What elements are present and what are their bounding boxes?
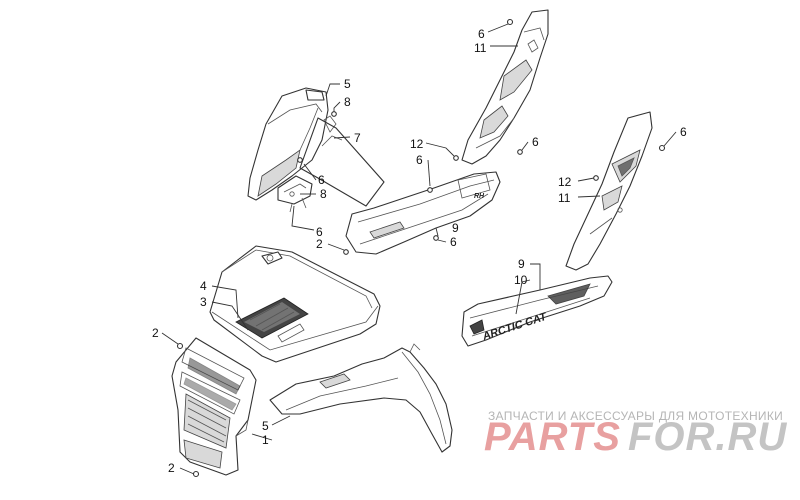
right-upright-panel-part bbox=[565, 111, 653, 271]
callout-label: 5 bbox=[262, 419, 269, 433]
fastener-6-right-mid bbox=[517, 149, 523, 155]
callout-label: 12 bbox=[558, 175, 572, 189]
callout-label: 1 bbox=[262, 433, 269, 447]
rh-mark-text: RH bbox=[474, 193, 485, 200]
fastener-12-right bbox=[593, 175, 599, 181]
callout-label: 6 bbox=[478, 27, 485, 41]
callout-label: 2 bbox=[316, 237, 323, 251]
watermark-tagline: ЗАПЧАСТИ И АКСЕССУАРЫ ДЛЯ МОТОТЕХНИКИ bbox=[488, 409, 783, 423]
fastener-12-left bbox=[453, 155, 459, 161]
callout-label: 6 bbox=[416, 153, 423, 167]
fastener-8-top bbox=[331, 111, 337, 117]
callout-label: 6 bbox=[316, 225, 323, 239]
left-upright-panel-part bbox=[461, 9, 549, 165]
callout-label: 6 bbox=[680, 125, 687, 139]
callout-numbers: 6 11 5 8 7 12 6 6 6 6 8 12 11 6 2 9 6 9 … bbox=[152, 27, 687, 475]
callout-label: 2 bbox=[168, 461, 175, 475]
callout-label: 9 bbox=[452, 221, 459, 235]
callout-label: 3 bbox=[200, 295, 207, 309]
callout-label: 4 bbox=[200, 279, 207, 293]
callout-label: 10 bbox=[514, 273, 528, 287]
fastener-2-hood bbox=[343, 249, 349, 255]
callout-label: 8 bbox=[344, 95, 351, 109]
hood-part bbox=[209, 245, 381, 363]
callout-label: 5 bbox=[344, 77, 351, 91]
watermark: ЗАПЧАСТИ И АКСЕССУАРЫ ДЛЯ МОТОТЕХНИКИ PA… bbox=[484, 409, 787, 459]
fastener-6-far-right bbox=[658, 144, 666, 152]
fasteners bbox=[176, 18, 666, 478]
callout-label: 2 bbox=[152, 326, 159, 340]
bracket-part bbox=[277, 175, 313, 213]
callout-label: 6 bbox=[450, 235, 457, 249]
fastener-6-top bbox=[506, 18, 514, 26]
callout-label: 8 bbox=[320, 187, 327, 201]
fastener-2-bottom bbox=[192, 470, 200, 478]
front-fender-part bbox=[269, 343, 453, 453]
callout-label: 11 bbox=[474, 41, 487, 55]
callout-label: 12 bbox=[410, 137, 424, 151]
leader-lines bbox=[161, 23, 677, 475]
callout-label: 6 bbox=[318, 173, 325, 187]
fastener-6-left bbox=[427, 187, 433, 193]
right-side-panel-part: ARCTIC CAT bbox=[461, 275, 613, 347]
callout-label: 9 bbox=[518, 257, 525, 271]
watermark-logo-parts: PARTS bbox=[484, 415, 621, 459]
front-grille-part bbox=[171, 337, 257, 476]
fastener-6-mid bbox=[297, 157, 303, 163]
callout-label: 7 bbox=[354, 131, 361, 145]
fastener-6-board bbox=[433, 235, 439, 241]
callout-label: 11 bbox=[558, 191, 571, 205]
seal-sheet-part bbox=[299, 117, 385, 207]
watermark-logo-for-ru: FOR.RU bbox=[628, 415, 787, 459]
callout-label: 6 bbox=[532, 135, 539, 149]
left-side-panel-part: RH bbox=[345, 171, 501, 255]
fastener-2-grille bbox=[176, 342, 184, 350]
